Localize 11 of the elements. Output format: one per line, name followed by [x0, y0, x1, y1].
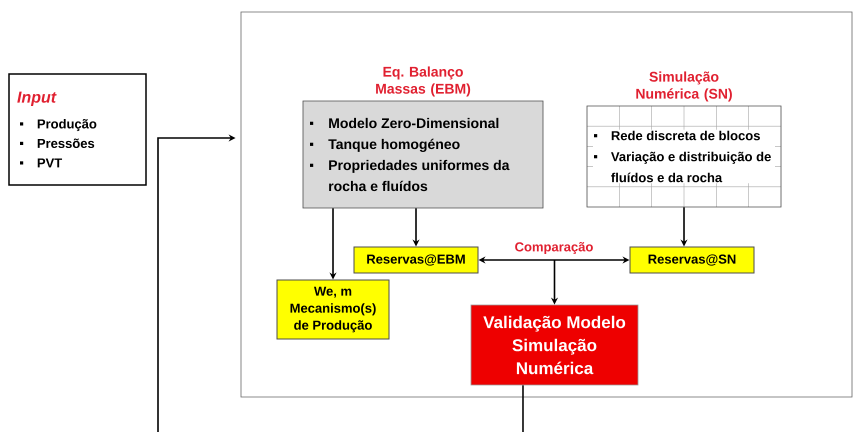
- node-label: Eq. Balanço Massas (EBM): [376, 66, 470, 96]
- validation-box: Validação Modelo Simulação Numérica: [470, 304, 638, 386]
- grid-box: Simulação Numérica (SN) Rede discreta de blocos Variação e distribuição de fluídos e da rocha: [586, 71, 782, 208]
- result-box: We, m Mecanismo(s) de Produção: [276, 280, 390, 340]
- input-box: Input Produção Pressões PVT: [8, 73, 147, 186]
- result-box: Reservas@EBM: [354, 246, 478, 274]
- result-box: Reservas@SN: [630, 246, 754, 274]
- model-box: Eq. Balanço Massas (EBM) Modelo Zero-Dimensional Tanque homogéneo Propriedades uniformes da rocha e fluídos: [302, 66, 544, 208]
- node-label: Simulação Numérica (SN): [636, 71, 732, 102]
- frame-box: [240, 12, 852, 398]
- edge-label: Comparação: [514, 240, 594, 256]
